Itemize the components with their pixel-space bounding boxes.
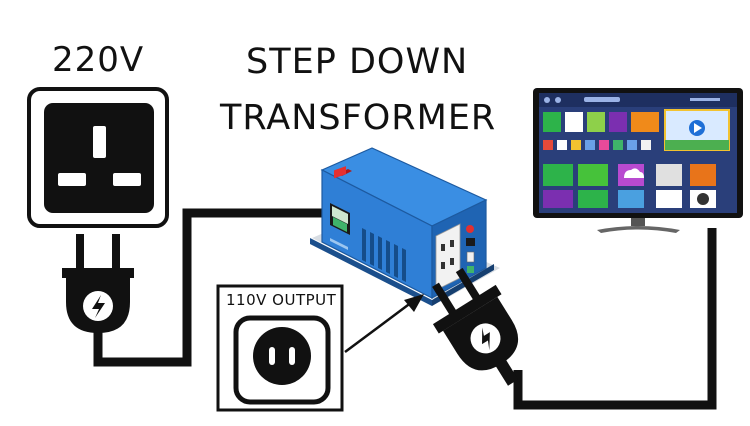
input-cable	[93, 208, 322, 367]
output-arrow	[344, 294, 424, 354]
step-down-transformer-icon	[310, 147, 500, 306]
uk-wall-socket-icon	[27, 87, 169, 228]
input-plug-icon	[62, 234, 134, 333]
title-line-1: STEP DOWN	[246, 42, 469, 82]
output-voltage-label: 110V OUTPUT	[226, 291, 337, 309]
title-line-2: TRANSFORMER	[220, 98, 497, 138]
input-voltage-label: 220V	[52, 40, 145, 80]
output-plug-icon	[432, 267, 519, 386]
us-outlet-icon	[216, 284, 344, 412]
smart-tv-icon	[533, 88, 743, 233]
output-cable	[513, 228, 717, 410]
cables	[93, 208, 717, 410]
